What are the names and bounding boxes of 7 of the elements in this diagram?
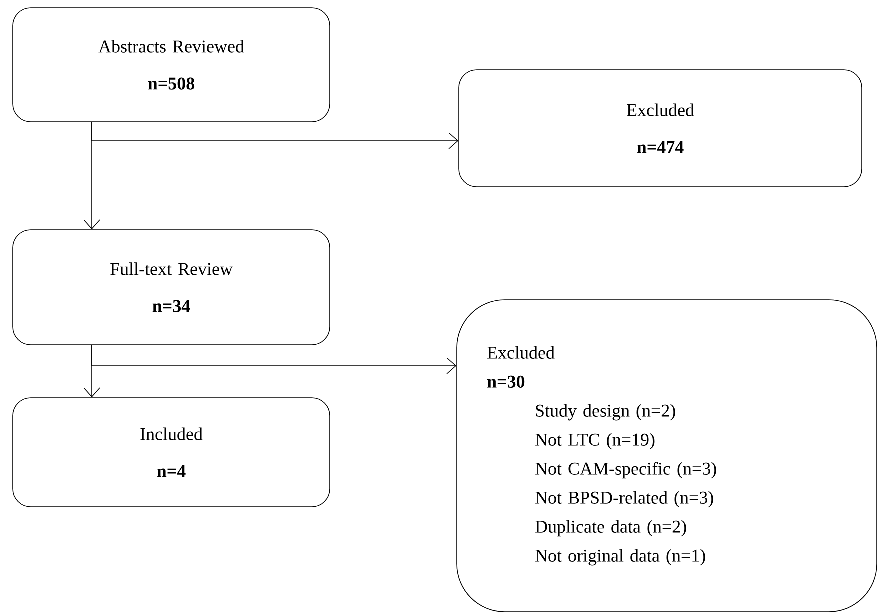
process-box: Included n=4 — [12, 398, 330, 508]
process-box: Full-text Review n=34 — [12, 230, 330, 346]
process-box: Excluded n=30 Study design (n=2) Not LTC (n=19) Not CAM-specific (n=3) Not BPSD-related (n=3) Duplicate data (n=2) Not original data (n=1) — [456, 300, 878, 612]
arrow — [92, 345, 457, 374]
process-box: Abstracts Reviewed n=508 — [12, 8, 330, 122]
arrow — [92, 122, 459, 150]
process-box: Excluded n=474 — [458, 70, 862, 188]
